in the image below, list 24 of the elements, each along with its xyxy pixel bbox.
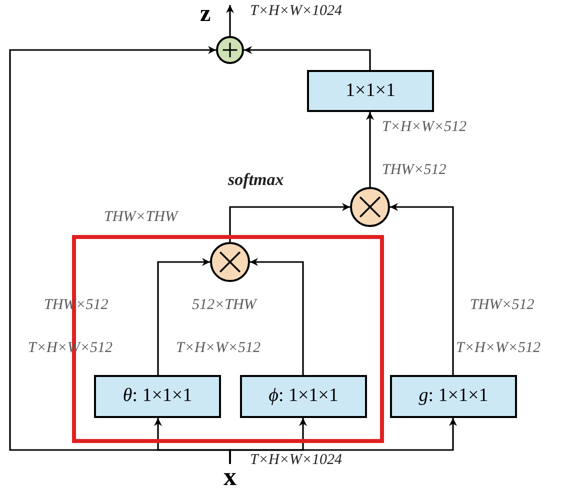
conv-box: 1×1×1 <box>307 70 434 112</box>
conv-box: g: 1×1×1 <box>390 375 517 418</box>
edge-label: softmax <box>228 169 284 191</box>
arrow <box>229 203 350 242</box>
dimension-label: THW×512 <box>382 163 446 178</box>
dimension-label: THW×512 <box>470 298 534 313</box>
dimension-label: 512×THW <box>192 298 256 313</box>
conv-box: ϕ: 1×1×1 <box>240 375 367 418</box>
variable-label: x <box>220 464 240 490</box>
arrow <box>226 5 234 36</box>
arrow <box>229 418 457 464</box>
dimension-label: T×H×W×512 <box>456 341 541 356</box>
arrow <box>366 112 374 187</box>
dimension-label: T×H×W×512 <box>176 341 261 356</box>
conv-box: θ: 1×1×1 <box>94 375 221 418</box>
arrow <box>250 258 304 375</box>
arrow <box>244 46 371 70</box>
dimension-label: T×H×W×1024 <box>250 453 342 468</box>
dimension-label: THW×THW <box>104 210 178 225</box>
arrow <box>157 258 210 375</box>
dimension-label: T×H×W×512 <box>382 120 467 135</box>
arrow <box>390 203 454 375</box>
dimension-label: T×H×W×1024 <box>250 4 342 19</box>
variable-label: z <box>200 2 211 26</box>
